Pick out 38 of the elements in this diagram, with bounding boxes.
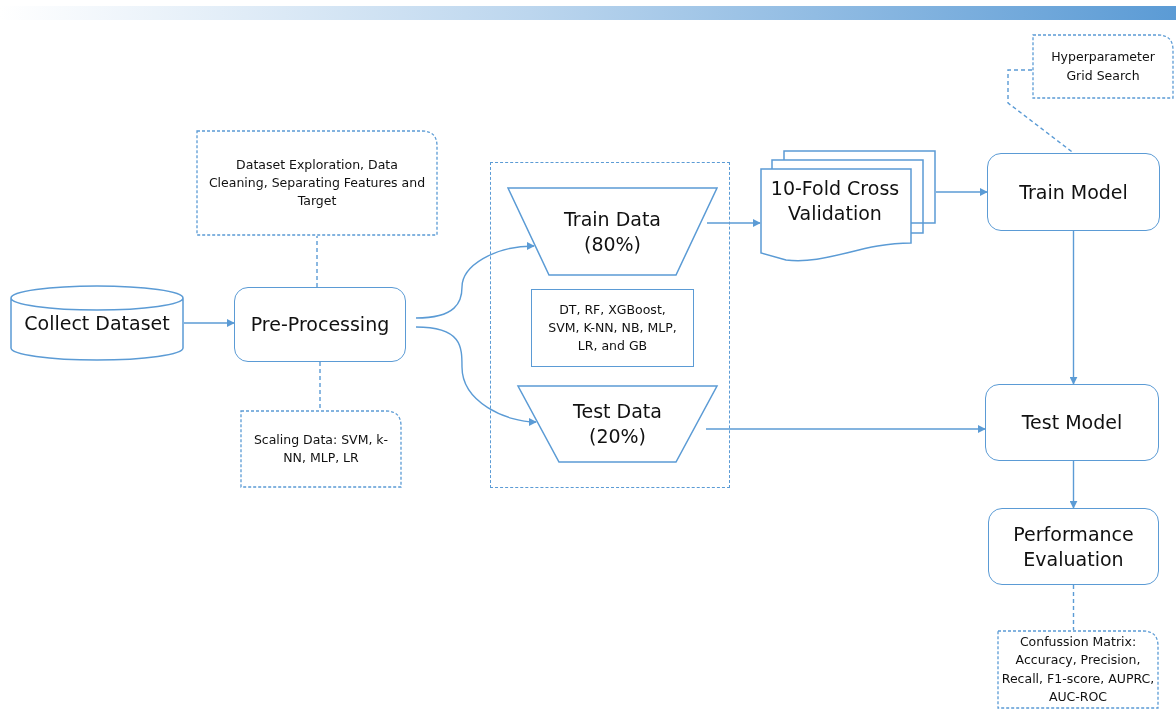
process-box: [987, 153, 1160, 231]
process-box: [985, 384, 1159, 461]
process-box: [234, 287, 406, 362]
note-box: [196, 130, 438, 236]
arrow: [415, 326, 537, 426]
node-label: Dataset Exploration, Data Cleaning, Separating Features and Target: [207, 155, 427, 211]
database-cylinder: [10, 285, 184, 361]
node-label: Collect Dataset: [24, 310, 170, 336]
multi-document-shape: [760, 150, 936, 263]
arrow: [706, 219, 761, 227]
note-box: [240, 410, 402, 488]
node-label: Pre-Processing: [250, 312, 390, 337]
data-trapezoid: [507, 187, 718, 276]
node-label: Test Model: [1021, 410, 1123, 435]
connector-line: [319, 361, 321, 411]
group-container: [490, 162, 730, 488]
connector-line: [1072, 584, 1075, 631]
node-label: Confussion Matrix: Accuracy, Precision, Recall, F1-score, AUPRC, AUC-ROC: [1000, 633, 1156, 706]
node-label: Test Data (20%): [572, 399, 663, 449]
node-label: Train Model: [1019, 179, 1128, 205]
arrow: [1069, 460, 1078, 509]
connector-line: [1007, 69, 1075, 154]
data-trapezoid: [517, 385, 718, 463]
note-box: [1032, 34, 1174, 99]
node-label: Train Data (80%): [563, 206, 662, 257]
node-label: DT, RF, XGBoost, SVM, K-NN, NB, MLP, LR, and GB: [547, 300, 678, 356]
process-box: [988, 508, 1159, 585]
model-list-box: [531, 289, 694, 367]
arrow: [705, 425, 986, 433]
arrow: [183, 319, 235, 327]
node-label: Hyperparameter Grid Search: [1050, 48, 1156, 85]
arrow: [415, 242, 535, 319]
arrow: [1069, 230, 1078, 385]
connector-line: [316, 235, 318, 288]
node-label: 10-Fold Cross Validation: [769, 176, 901, 226]
arrow: [935, 188, 988, 196]
node-label: Performance Evaluation: [1012, 521, 1135, 572]
node-label: Scaling Data: SVM, k-NN, MLP, LR: [252, 430, 390, 467]
